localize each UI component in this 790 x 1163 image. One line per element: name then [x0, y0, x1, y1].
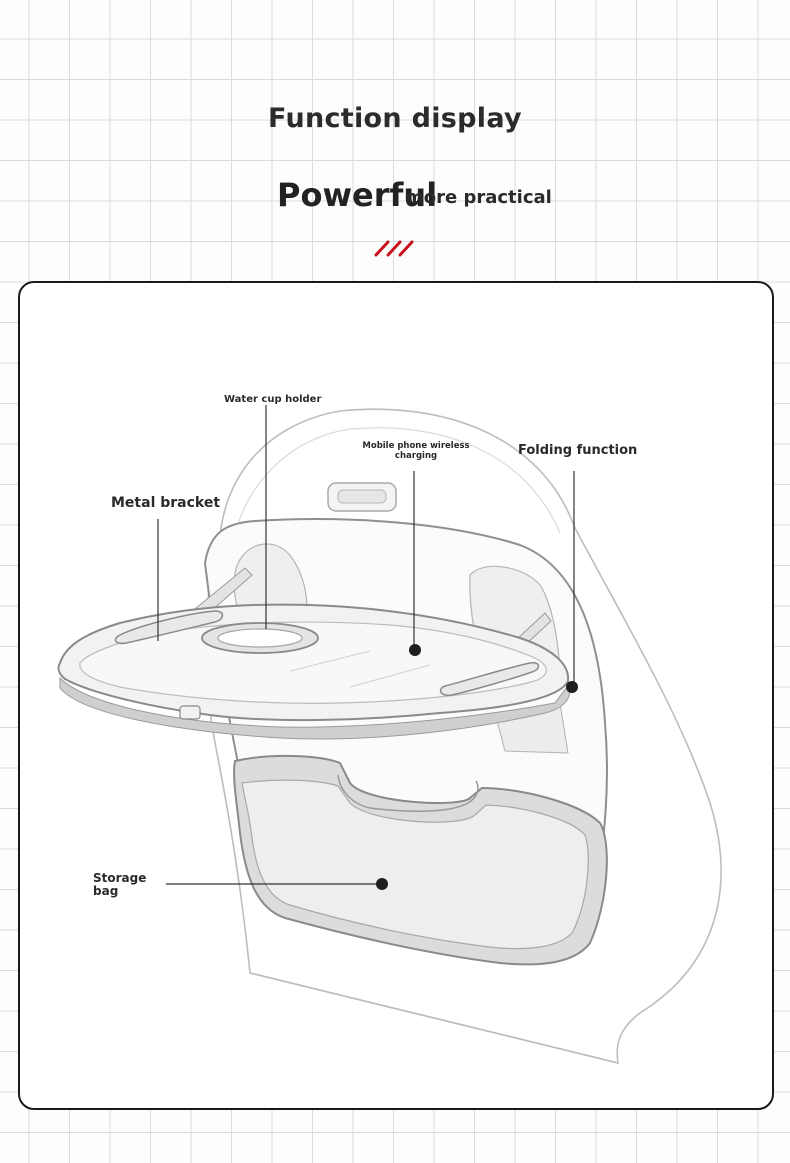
- product-illustration-panel: Water cup holder Mobile phone wireless c…: [18, 281, 774, 1110]
- callout-storage-bag: Storage bag: [93, 871, 147, 898]
- callout-phone-charging: Mobile phone wireless charging: [362, 441, 470, 461]
- red-slashes-decoration: [374, 240, 414, 257]
- callout-metal-bracket: Metal bracket: [111, 495, 221, 511]
- car-seat-organizer-illustration: [57, 405, 722, 1065]
- right-bracket-clip: [439, 661, 540, 697]
- subtitle-powerful: Powerful: [277, 176, 438, 214]
- folding-dot: [566, 681, 578, 693]
- callout-folding-function: Folding function: [518, 443, 638, 458]
- storage-bag-dot: [376, 878, 388, 890]
- callout-water-cup-holder: Water cup holder: [224, 394, 322, 405]
- phone-charging-dot: [409, 644, 421, 656]
- left-bracket-clip: [114, 610, 224, 645]
- subtitle-more-practical: more practical: [405, 187, 552, 208]
- page-title: Function display: [268, 103, 522, 134]
- storage-bag-inner: [241, 779, 589, 950]
